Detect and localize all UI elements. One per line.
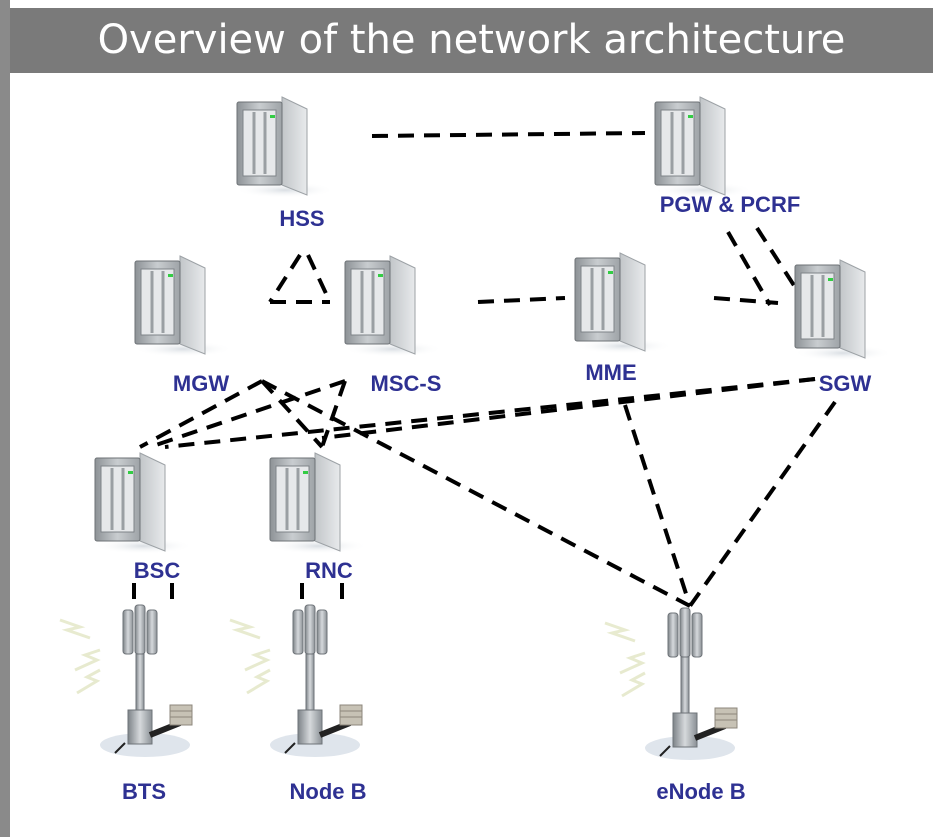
link-msc-rnc xyxy=(320,380,347,448)
server-mme xyxy=(573,252,673,354)
link-pgw-sgw-1 xyxy=(726,231,772,306)
link-mgw-bsc xyxy=(139,379,263,449)
tower-node-b xyxy=(229,604,363,757)
server-sgw xyxy=(793,259,893,361)
link-msc-bsc xyxy=(149,379,346,449)
server-icon xyxy=(133,255,233,357)
server-icon xyxy=(653,96,753,198)
label-mgw: MGW xyxy=(173,371,229,396)
label-msc-s: MSC-S xyxy=(371,371,442,396)
tower-bts xyxy=(59,604,193,757)
links xyxy=(132,131,837,608)
server-rnc xyxy=(268,452,368,554)
server-icon xyxy=(343,255,443,357)
server-bsc xyxy=(93,452,193,554)
link-hss-pgw xyxy=(371,131,646,138)
server-icon xyxy=(268,452,368,554)
label-sgw: SGW xyxy=(819,371,872,396)
link-pgw-sgw-2 xyxy=(755,226,797,289)
link-sgw-rnc xyxy=(321,377,816,440)
label-hss: HSS xyxy=(279,206,324,231)
server-mgw xyxy=(133,255,233,357)
server-msc-s xyxy=(343,255,443,357)
label-bts: BTS xyxy=(122,779,166,804)
tower-enode-b xyxy=(604,607,738,760)
link-sgw-enodeb xyxy=(688,400,837,608)
server-icon xyxy=(93,452,193,554)
link-mgw-enodeb xyxy=(261,379,691,608)
label-node-b: Node B xyxy=(290,779,367,804)
slide-title: Overview of the network architecture xyxy=(10,8,933,73)
label-pgw-pcrf: PGW & PCRF xyxy=(660,192,801,217)
label-bsc: BSC xyxy=(134,558,181,583)
link-hss-triangle-left xyxy=(268,253,302,304)
server-icon xyxy=(793,259,893,361)
server-hss xyxy=(235,96,335,198)
link-hss-triangle-right xyxy=(306,254,332,303)
server-pgw-pcrf xyxy=(653,96,753,198)
label-mme: MME xyxy=(585,360,636,385)
label-enode-b: eNode B xyxy=(656,779,745,804)
link-msc-mme xyxy=(477,296,566,304)
cell-tower-icon xyxy=(229,604,363,757)
server-icon xyxy=(573,252,673,354)
link-sgw-bsc xyxy=(164,377,816,449)
link-mme-enodeb xyxy=(623,404,692,607)
label-rnc: RNC xyxy=(305,558,353,583)
link-mgw-rnc xyxy=(260,379,324,449)
cell-tower-icon xyxy=(59,604,193,757)
cell-tower-icon xyxy=(604,607,738,760)
server-icon xyxy=(235,96,335,198)
